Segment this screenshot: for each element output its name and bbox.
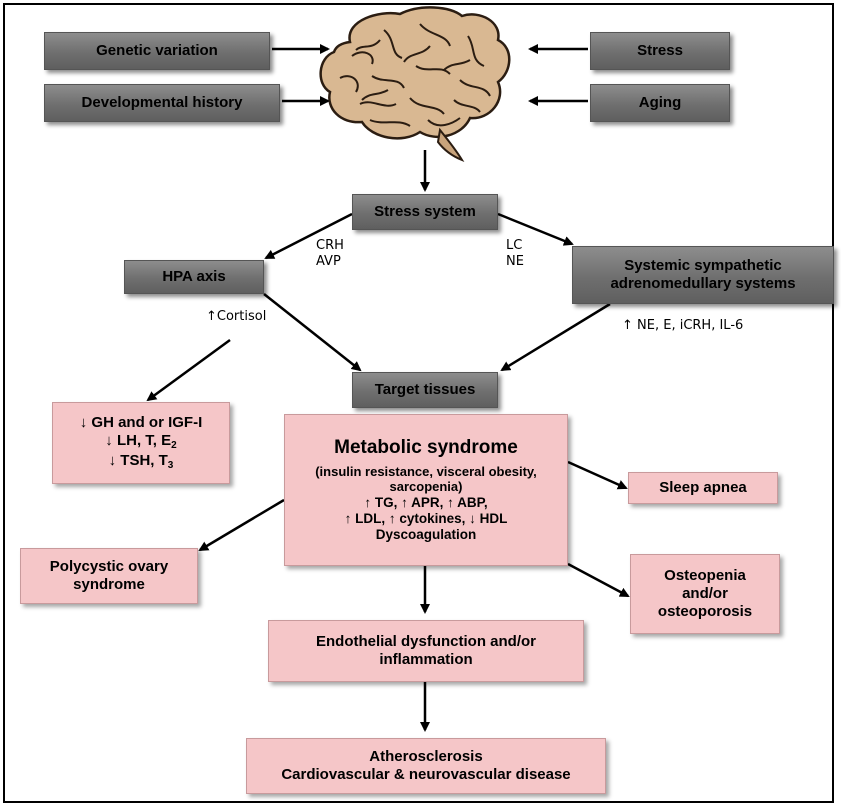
lc-label: LC [506,238,523,253]
aging-label: Aging [638,94,682,111]
stress-system-label: Stress system [374,203,476,220]
avp-label: AVP [316,254,341,270]
hormone-line-tsh: ↓ TSH, T3 [108,452,174,471]
sympathetic-outputs-label: ↑ NE, E, iCRH, IL-6 [622,318,744,333]
endothelial-label: Endothelial dysfunction and/or inflammat… [315,633,536,668]
aging-box: Aging [590,84,730,122]
cardiovascular-label: Cardiovascular & neurovascular disease [281,766,571,783]
arrow-cortisol-to-hormones [146,338,231,402]
metabolic-line-2: ↑ LDL, ↑ cytokines, ↓ HDL [344,510,508,526]
sympathetic-label: Systemic sympathetic adrenomedullary sys… [610,257,796,292]
stress-label: Stress [637,42,683,59]
hpa-axis-box: HPA axis [124,260,264,294]
osteopenia-box: Osteopenia and/or osteoporosis [630,554,780,634]
target-tissues-box: Target tissues [352,372,498,408]
brain-icon [319,6,511,163]
diagram-frame [3,3,834,803]
arrow-sympathetic-to-target [500,302,611,372]
lc-ne-label: LC NE [506,238,524,271]
pcos-box: Polycystic ovary syndrome [20,548,198,604]
genetic-variation-label: Genetic variation [96,42,218,59]
arrow-metabolic-to-osteopenia [567,562,630,598]
arrow-metabolic-to-pcos [198,498,285,552]
metabolic-syndrome-subtitle: (insulin resistance, visceral obesity, s… [315,463,537,495]
cortisol-label: ↑Cortisol [206,309,267,324]
metabolic-syndrome-box: Metabolic syndrome (insulin resistance, … [284,414,568,566]
atherosclerosis-box: Atherosclerosis Cardiovascular & neurova… [246,738,606,794]
atherosclerosis-label: Atherosclerosis [369,748,483,765]
arrow-hpa-to-target [263,293,362,372]
metabolic-line-1: ↑ TG, ↑ APR, ↑ ABP, [364,494,488,510]
crh-avp-label: CRH AVP [316,238,344,271]
genetic-variation-box: Genetic variation [44,32,270,70]
endothelial-box: Endothelial dysfunction and/or inflammat… [268,620,584,682]
sympathetic-box: Systemic sympathetic adrenomedullary sys… [572,246,834,304]
hormone-line-gh: ↓ GH and or IGF-I [79,414,203,431]
developmental-history-label: Developmental history [81,94,243,111]
hormone-changes-box: ↓ GH and or IGF-I ↓ LH, T, E2 ↓ TSH, T3 [52,402,230,484]
arrow-stress-to-sympathetic [497,212,574,246]
hpa-axis-label: HPA axis [162,268,226,285]
developmental-history-box: Developmental history [44,84,280,122]
arrow-stress-to-hpa [264,212,353,260]
sleep-apnea-box: Sleep apnea [628,472,778,504]
sleep-apnea-label: Sleep apnea [659,479,747,496]
stress-system-box: Stress system [352,194,498,230]
hormone-line-lh: ↓ LH, T, E2 [105,432,177,451]
metabolic-syndrome-title: Metabolic syndrome [334,436,518,458]
ne-label: NE [506,254,524,270]
metabolic-line-3: Dyscoagulation [375,527,477,543]
arrow-metabolic-to-sleep-apnea [567,460,628,490]
stress-box: Stress [590,32,730,70]
osteopenia-label: Osteopenia and/or osteoporosis [657,567,753,620]
crh-label: CRH [316,238,344,253]
pcos-label: Polycystic ovary syndrome [49,558,169,593]
target-tissues-label: Target tissues [374,381,476,398]
